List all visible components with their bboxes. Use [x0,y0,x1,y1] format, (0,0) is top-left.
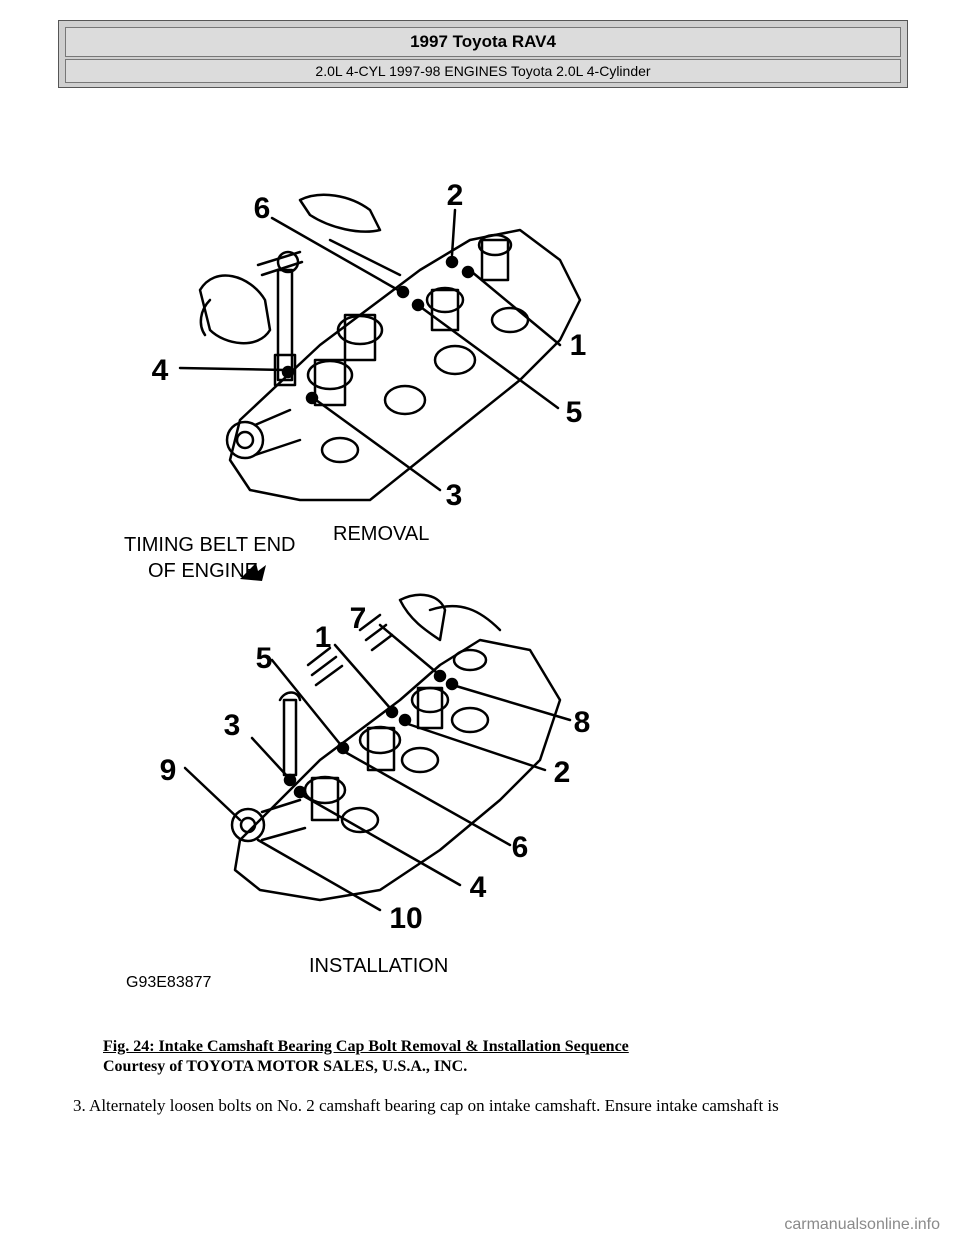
installation-callout-8: 8 [574,706,591,739]
installation-callout-6: 6 [512,831,529,864]
installation-engine-drawing [183,593,572,912]
installation-callout-1: 1 [315,621,332,654]
timing-belt-end-label-line1: TIMING BELT END [124,534,296,556]
installation-callout-10: 10 [389,902,422,935]
header-subtitle: 2.0L 4-CYL 1997-98 ENGINES Toyota 2.0L 4… [65,59,901,83]
removal-callout-1: 1 [570,329,587,362]
figure-caption-courtesy: Courtesy of TOYOTA MOTOR SALES, U.S.A., … [103,1058,468,1075]
installation-label: INSTALLATION [309,955,448,977]
step-3-text: 3. Alternately loosen bolts on No. 2 cam… [73,1096,779,1115]
installation-callout-2: 2 [554,756,571,789]
removal-callout-2: 2 [447,179,464,212]
figure-caption-title: Fig. 24: Intake Camshaft Bearing Cap Bol… [103,1038,629,1055]
installation-callout-5: 5 [256,642,273,675]
installation-callout-9: 9 [160,754,177,787]
installation-callout-3: 3 [224,709,241,742]
removal-callout-5: 5 [566,396,583,429]
installation-callout-7: 7 [350,602,367,635]
installation-callout-4: 4 [470,871,487,904]
document-header: 1997 Toyota RAV4 2.0L 4-CYL 1997-98 ENGI… [58,20,908,88]
camshaft-bolt-sequence-figure: 6 2 1 4 5 3 7 1 5 3 9 8 2 6 4 10 REMOVAL… [124,179,591,991]
removal-callout-3: 3 [446,479,463,512]
removal-engine-drawing [178,193,582,502]
removal-callout-6: 6 [254,192,271,225]
figure-code: G93E83877 [126,974,212,991]
timing-belt-end-label-line2: OF ENGINE [148,560,258,582]
header-title: 1997 Toyota RAV4 [65,27,901,57]
removal-label: REMOVAL [333,523,429,545]
removal-callout-4: 4 [152,354,169,387]
arrow-icon [240,563,266,581]
watermark: carmanualsonline.info [784,1216,940,1233]
